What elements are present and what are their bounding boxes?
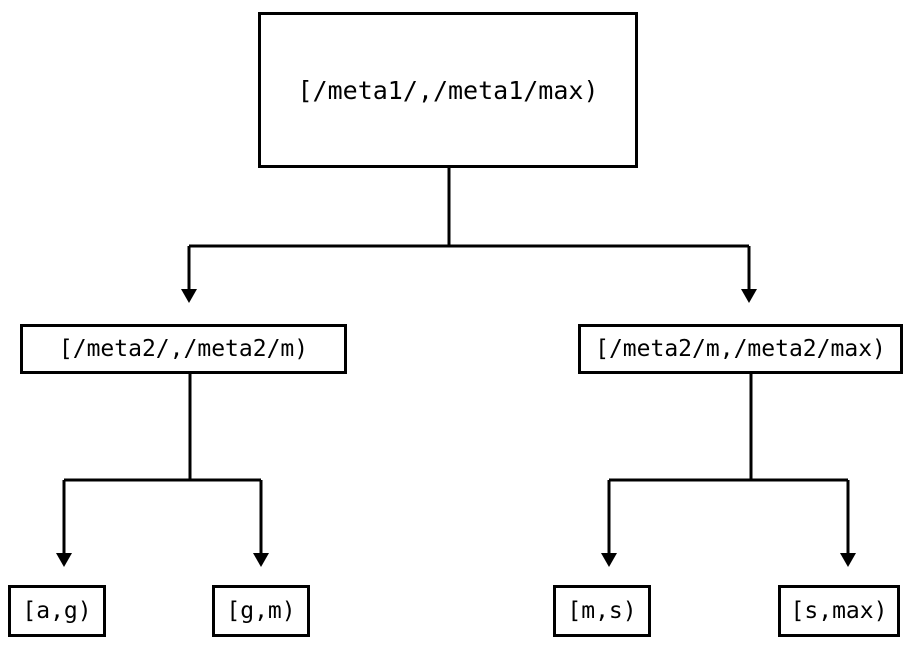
node-leaf-a-g: [a,g) [8, 585, 106, 637]
node-leaf-m-s: [m,s) [553, 585, 651, 637]
node-leaf-s-max: [s,max) [778, 585, 900, 637]
node-root: [/meta1/,/meta1/max) [258, 12, 638, 168]
node-leaf-g-m: [g,m) [212, 585, 310, 637]
node-meta2-high: [/meta2/m,/meta2/max) [578, 324, 903, 374]
arrowhead-to-leaf-smax [840, 553, 856, 567]
arrowhead-to-leaf-ag [56, 553, 72, 567]
arrowhead-to-meta2-low [181, 289, 197, 303]
arrowhead-to-leaf-gm [253, 553, 269, 567]
node-meta2-low: [/meta2/,/meta2/m) [20, 324, 347, 374]
arrowhead-to-meta2-high [741, 289, 757, 303]
arrowhead-to-leaf-ms [601, 553, 617, 567]
